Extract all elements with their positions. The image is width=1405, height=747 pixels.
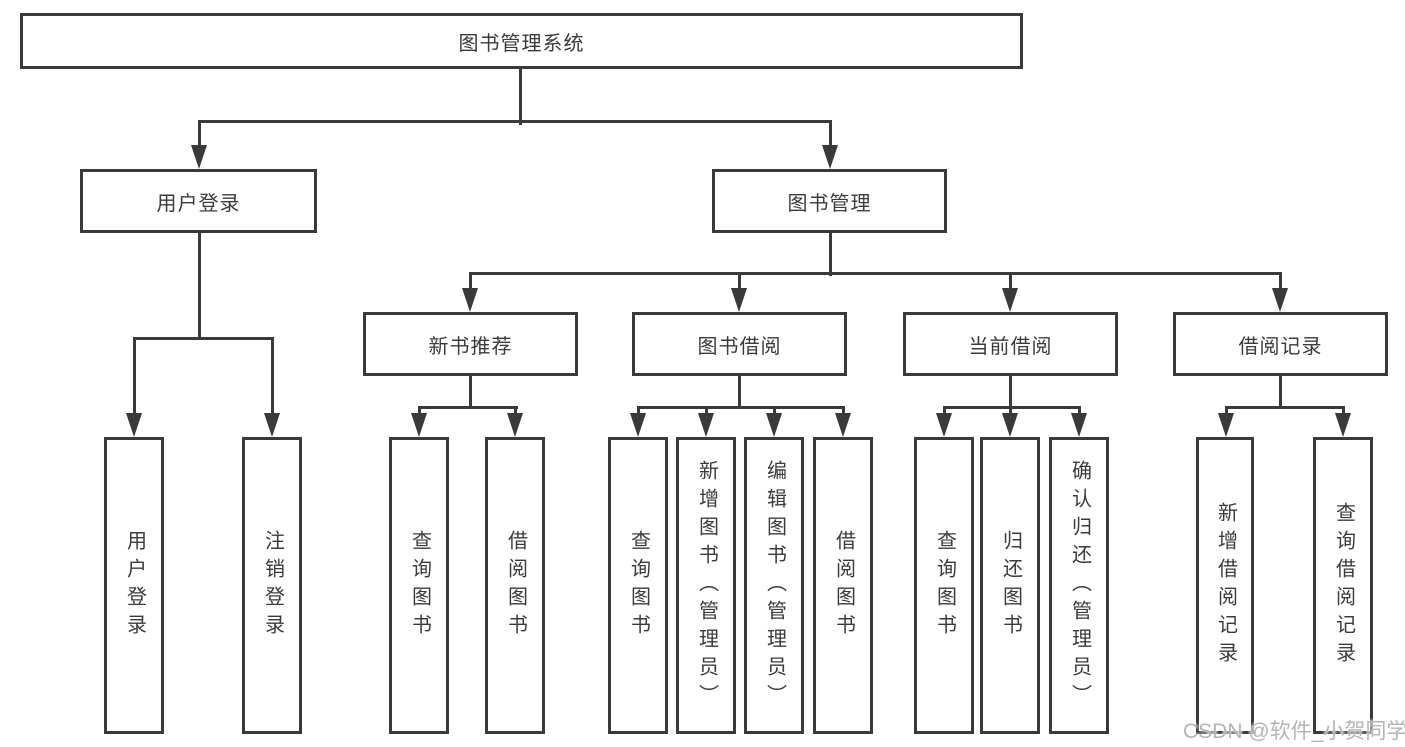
connector-arrow-line [418,406,421,414]
connector-borrowing-stub [738,374,741,408]
arrow-down-icon [766,413,782,437]
connector-arrow-line [1342,406,1345,414]
node-label: 查询图书 [933,529,956,642]
connector-borrowing-hbar [637,406,845,409]
arrow-down-icon [1071,413,1087,437]
connector-arrow-line [133,337,136,413]
connector-current-stub [1009,374,1012,408]
arrow-down-icon [411,413,427,437]
node-label: 当前借阅 [968,335,1053,358]
node-label: 查询图书 [408,529,431,642]
arrow-down-icon [936,413,952,437]
node-label: 用户登录 [156,192,241,215]
node-add-borrow-record: 新增借阅记录 [1196,437,1254,734]
arrow-down-icon [126,413,142,437]
arrow-down-icon [191,145,207,169]
connector-userlogin-stub [198,231,201,340]
connector-arrow-line [514,406,517,414]
node-label: 用户登录 [123,529,146,642]
connector-root-stub [519,69,522,125]
connector-bookmgmt-hbar [469,272,1282,275]
arrow-down-icon [1218,413,1234,437]
node-label: 确认归还（管理员） [1068,459,1091,712]
node-query-borrow-record: 查询借阅记录 [1313,437,1373,734]
node-book-borrowing: 图书借阅 [632,312,847,376]
node-book-management: 图书管理 [712,169,947,233]
connector-arrow-line [773,406,776,414]
node-library-system: 图书管理系统 [20,13,1023,69]
node-label: 借阅图书 [832,529,855,642]
arrow-down-icon [731,288,747,312]
connector-newbook-stub [469,374,472,408]
connector-arrow-line [198,120,201,145]
arrow-down-icon [1272,288,1288,312]
node-new-book-recommendation: 新书推荐 [363,312,578,376]
node-borrow-books-recommend: 借阅图书 [485,437,545,734]
node-label: 编辑图书（管理员） [763,459,786,712]
node-user-login: 用户登录 [80,169,317,233]
node-label: 查询借阅记录 [1332,501,1355,670]
node-current-borrowing: 当前借阅 [903,312,1118,376]
node-return-books: 归还图书 [980,437,1040,734]
node-query-books-borrowing: 查询图书 [608,437,668,734]
node-label: 图书管理 [787,192,872,215]
connector-arrow-line [943,406,946,414]
connector-arrow-line [1078,406,1081,414]
arrow-down-icon [462,288,478,312]
connector-newbook-hbar [418,406,518,409]
connector-arrow-line [738,272,741,288]
connector-records-hbar [1225,406,1345,409]
node-label: 归还图书 [999,529,1022,642]
node-label: 新增借阅记录 [1214,501,1237,670]
connector-arrow-line [842,406,845,414]
connector-userlogin-hbar [133,337,274,340]
arrow-down-icon [507,413,523,437]
arrow-down-icon [630,413,646,437]
connector-arrow-line [1279,272,1282,288]
node-label: 查询图书 [627,529,650,642]
arrow-down-icon [1002,413,1018,437]
node-borrowing-records: 借阅记录 [1173,312,1388,376]
connector-arrow-line [1009,272,1012,288]
connector-arrow-line [829,120,832,145]
node-borrow-books-borrowing: 借阅图书 [813,437,873,734]
node-query-books-current: 查询图书 [914,437,974,734]
node-label: 新书推荐 [428,335,513,358]
node-label: 借阅记录 [1238,335,1323,358]
arrow-down-icon [1335,413,1351,437]
connector-arrow-line [705,406,708,414]
node-label: 新增图书（管理员） [695,459,718,712]
arrow-down-icon [822,145,838,169]
connector-arrow-line [1225,406,1228,414]
arrow-down-icon [1002,288,1018,312]
node-label: 图书管理系统 [458,32,585,55]
connector-current-hbar [943,406,1081,409]
node-add-books-admin: 新增图书（管理员） [676,437,736,734]
connector-arrow-line [637,406,640,414]
node-label: 借阅图书 [504,529,527,642]
arrow-down-icon [698,413,714,437]
node-label: 注销登录 [261,529,284,642]
watermark: CSDN @软件_小贺同学 [1183,720,1405,743]
connector-arrow-line [271,337,274,413]
node-logout: 注销登录 [242,437,302,734]
connector-bookmgmt-stub [829,231,832,276]
connector-root-hbar [198,120,832,123]
node-confirm-return-admin: 确认归还（管理员） [1049,437,1109,734]
node-query-books-recommend: 查询图书 [389,437,449,734]
connector-arrow-line [469,272,472,288]
arrow-down-icon [264,413,280,437]
node-user-login-action: 用户登录 [104,437,164,734]
node-edit-books-admin: 编辑图书（管理员） [744,437,804,734]
node-label: 图书借阅 [697,335,782,358]
connector-records-stub [1279,374,1282,408]
connector-arrow-line [1009,406,1012,414]
arrow-down-icon [835,413,851,437]
